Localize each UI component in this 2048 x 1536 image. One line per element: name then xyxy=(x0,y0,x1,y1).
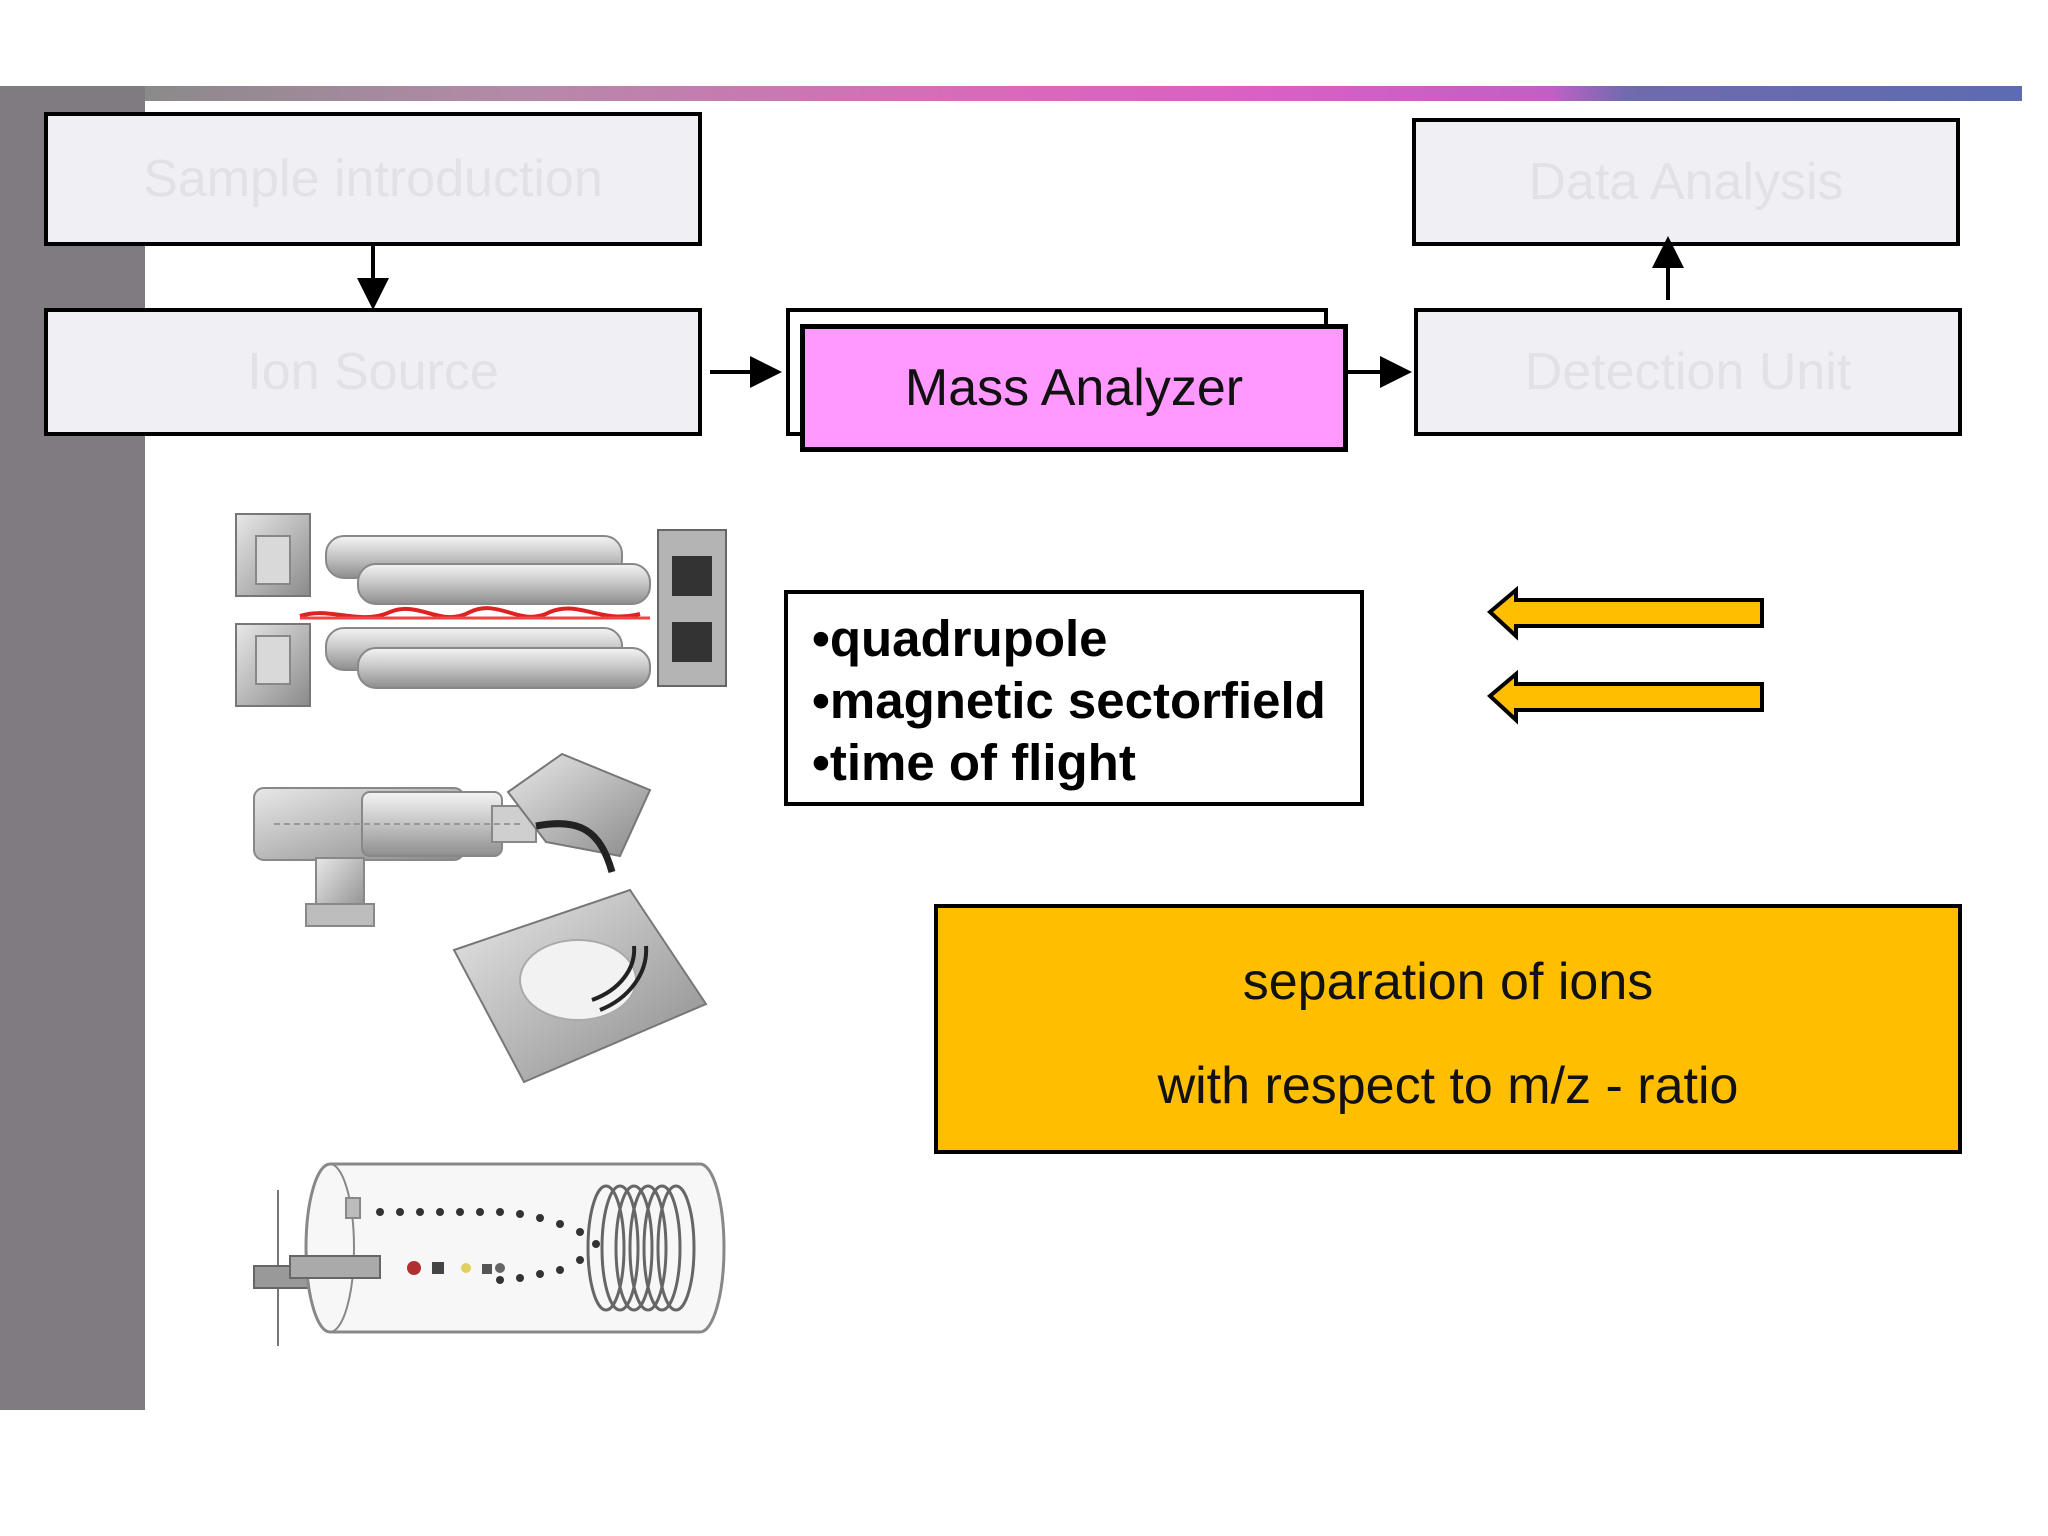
detection-unit-label: Detection Unit xyxy=(1524,343,1852,401)
mass-analyzer-label: Mass Analyzer xyxy=(904,359,1244,417)
data-analysis-label: Data Analysis xyxy=(1528,153,1844,211)
sample-introduction-label: Sample introduction xyxy=(143,150,603,208)
yellow-left-arrow-icon xyxy=(1486,669,1764,725)
list-item: time of flight xyxy=(812,732,1360,794)
yellow-left-arrow-icon xyxy=(1486,585,1764,641)
left-side-bar xyxy=(0,86,145,1410)
list-item: magnetic sectorfield xyxy=(812,670,1360,732)
list-item: quadrupole xyxy=(812,608,1360,670)
description-line-2: with respect to m/z - ratio xyxy=(1157,1057,1739,1115)
analyzer-types-list: quadrupole magnetic sectorfield time of … xyxy=(784,590,1364,806)
mass-analyzer-box: Mass Analyzer xyxy=(800,324,1348,452)
description-line-1: separation of ions xyxy=(1242,953,1654,1011)
sample-introduction-box: Sample introduction xyxy=(44,112,702,246)
header-gradient-bar xyxy=(142,86,2022,101)
separation-description-box: separation of ions with respect to m/z -… xyxy=(934,904,1962,1154)
data-analysis-box: Data Analysis xyxy=(1412,118,1960,246)
ion-source-label: Ion Source xyxy=(247,343,499,401)
ion-source-box: Ion Source xyxy=(44,308,702,436)
detection-unit-box: Detection Unit xyxy=(1414,308,1962,436)
